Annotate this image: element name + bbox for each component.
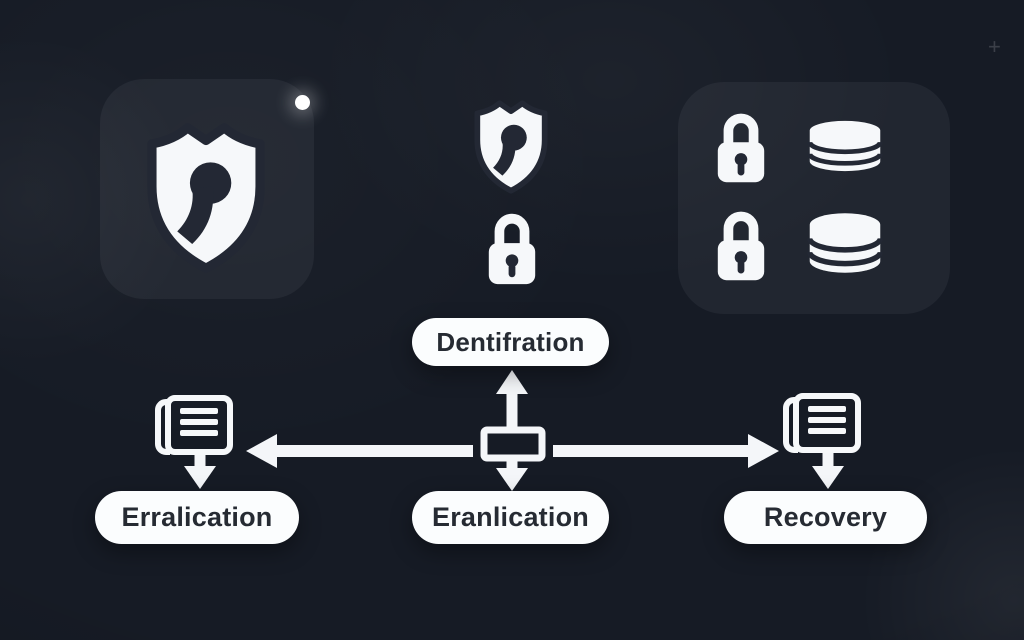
arrowhead-left-icon [246, 434, 277, 468]
process-box [480, 426, 546, 462]
node-label: Dentifration [436, 326, 585, 357]
node-eradication-center: Eranlication [412, 491, 609, 544]
node-label: Erralication [121, 502, 273, 532]
plus-decoration-icon: + [988, 34, 1001, 59]
arrowhead-right-icon [748, 434, 779, 468]
document-icon [155, 394, 235, 456]
node-label: Recovery [763, 502, 888, 532]
node-recovery: Recovery [724, 491, 927, 544]
arrowhead-down-icon [812, 466, 844, 489]
arrowhead-up-icon [496, 370, 528, 394]
arrowhead-down-icon [496, 468, 528, 491]
node-label: Eranlication [432, 502, 589, 532]
glow-dot [295, 95, 310, 110]
arrowhead-down-icon [184, 466, 216, 489]
node-eradication-left: Erralication [95, 491, 299, 544]
flow-arrows [184, 370, 844, 491]
document-icon [783, 392, 863, 454]
node-identification: Dentifration [412, 318, 609, 366]
